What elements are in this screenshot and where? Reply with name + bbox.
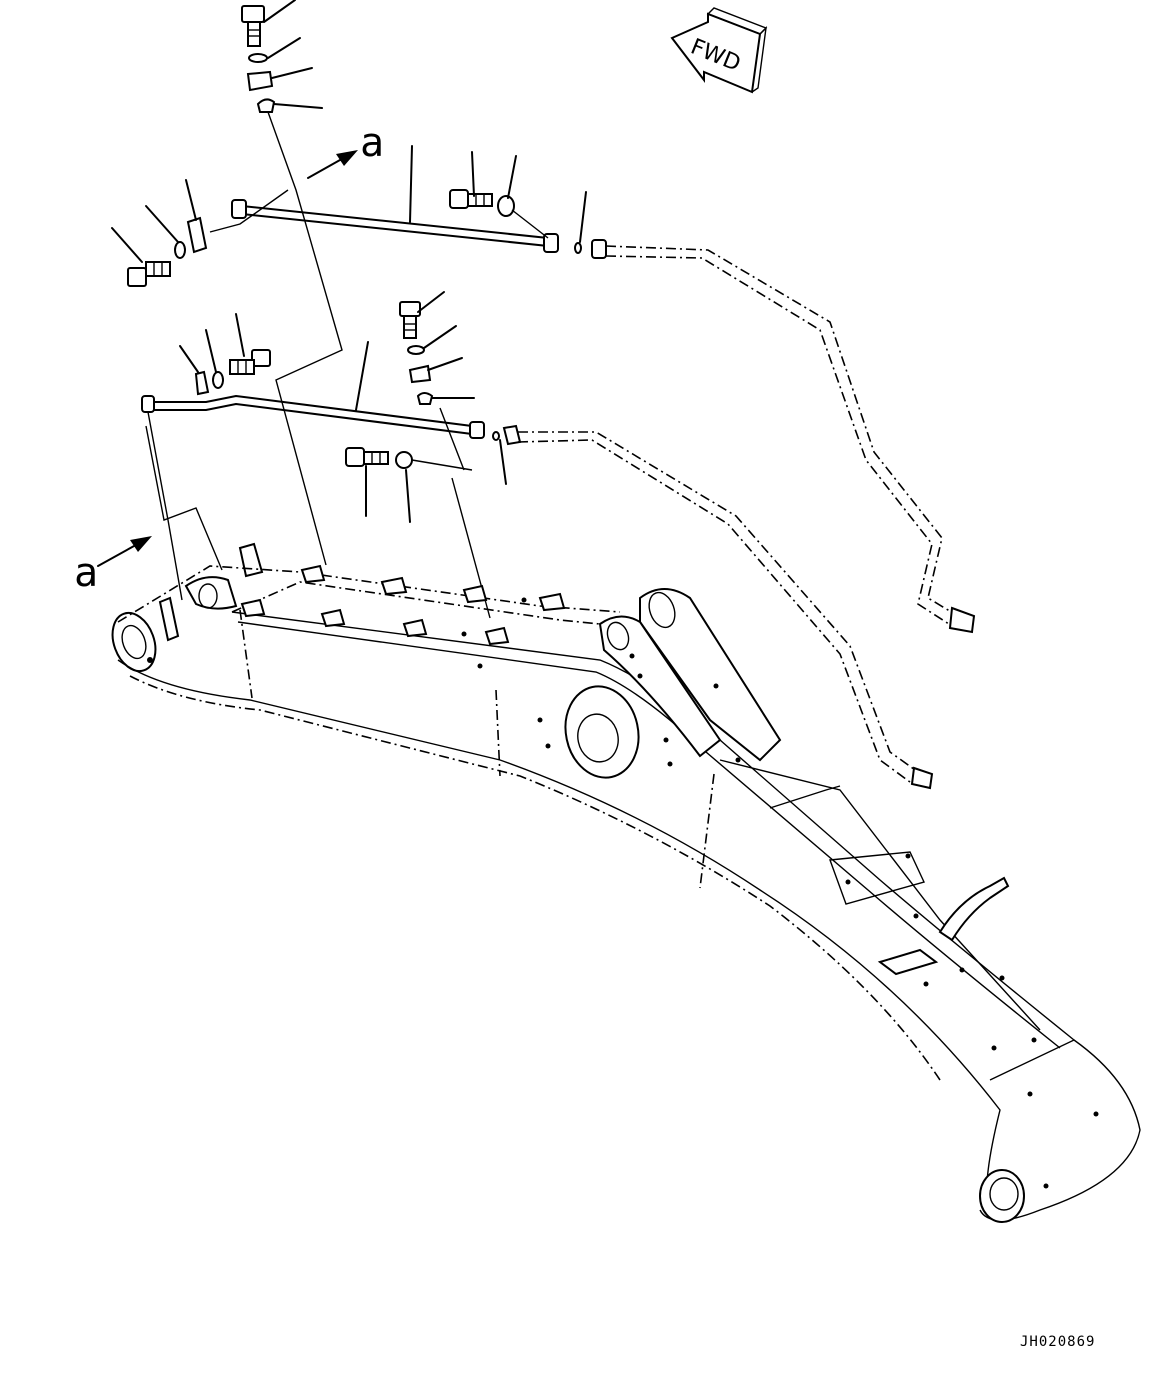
washer-icon <box>497 195 515 217</box>
boom-clamp-icon <box>380 576 408 596</box>
tube-end-icon <box>469 421 485 439</box>
hose-end-icon <box>502 424 522 446</box>
boom-bolts <box>147 597 1099 1189</box>
clamp-icon <box>194 370 210 396</box>
upper-hose <box>591 239 976 634</box>
hose-end-icon <box>948 606 976 634</box>
tube-end-icon <box>141 395 155 413</box>
boom-clamp-icon <box>484 626 510 646</box>
bolt-icon <box>241 5 265 47</box>
washer-icon <box>212 371 224 389</box>
view-marker-bottom-label: a <box>74 550 98 596</box>
washer-icon <box>248 53 268 63</box>
drawing-code: JH020869 <box>1020 1334 1095 1350</box>
hose-end-icon <box>910 766 934 790</box>
boom-clamp-icon <box>462 584 488 604</box>
boom-clamp-icon <box>320 608 346 628</box>
tube-end-icon <box>231 199 247 219</box>
view-marker-bottom: a <box>74 536 152 596</box>
o-ring-icon <box>574 242 582 254</box>
upper-bracket-stack <box>241 0 323 113</box>
clamp-icon <box>408 364 432 384</box>
boom-clamp-icon <box>240 598 266 618</box>
clamp-half-icon <box>416 392 434 405</box>
flange-bolt-icon <box>449 189 493 209</box>
boom <box>111 542 1141 1223</box>
clamp-half-icon <box>256 98 276 113</box>
hose-end-icon <box>591 239 607 259</box>
boom-clamp-icon <box>402 618 428 638</box>
flange-bolt-icon <box>345 447 389 467</box>
lower-tube-assembly <box>141 291 507 619</box>
washer-icon <box>407 345 425 355</box>
o-ring-icon <box>492 431 500 441</box>
clamp-icon <box>246 70 274 92</box>
boom-clamp-icon <box>300 564 326 584</box>
view-marker-top: a <box>307 120 384 179</box>
lower-hose <box>502 424 934 790</box>
bolt-icon <box>127 261 171 287</box>
forward-arrow: FWD <box>670 7 768 94</box>
boom-clamp-icon <box>538 592 566 612</box>
washer-icon <box>174 241 186 259</box>
tube-end-icon <box>543 233 559 253</box>
upper-tube-assembly <box>111 145 587 287</box>
bolt-icon <box>229 349 271 375</box>
washer-icon <box>395 451 413 469</box>
bolt-icon <box>399 301 421 339</box>
view-marker-top-label: a <box>360 120 384 166</box>
clamp-icon <box>186 216 208 254</box>
